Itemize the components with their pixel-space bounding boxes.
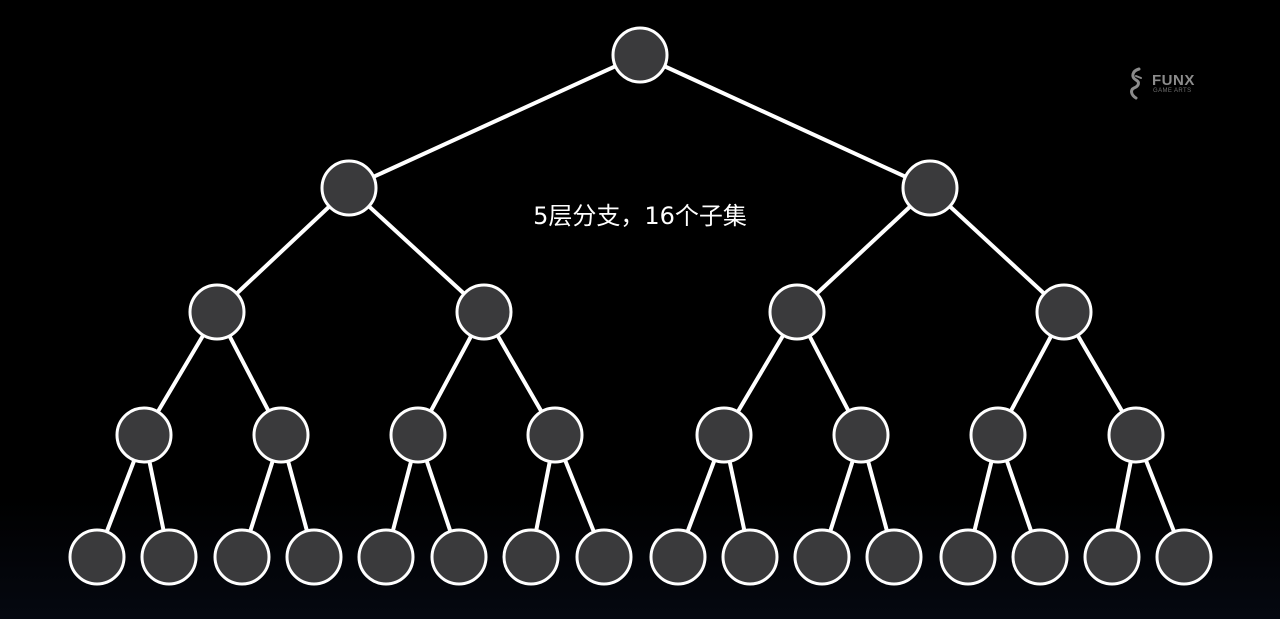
tree-node (188, 283, 246, 341)
tree-leaf-node (1083, 528, 1141, 586)
tree-leaf-node (793, 528, 851, 586)
caption-text: 5层分支，16个子集 (533, 202, 747, 230)
tree-leaf-node (939, 528, 997, 586)
tree-leaf-node (140, 528, 198, 586)
tree-leaf-node (502, 528, 560, 586)
tree-leaf-node (285, 528, 343, 586)
tree-edge (638, 53, 932, 190)
tree-node (901, 159, 959, 217)
tree-node (320, 159, 378, 217)
tree-node (526, 406, 584, 464)
tree-leaf-node (649, 528, 707, 586)
tree-leaf-node (1011, 528, 1069, 586)
tree-leaf-node (430, 528, 488, 586)
tree-node (455, 283, 513, 341)
tree-leaf-node (865, 528, 923, 586)
tree-leaf-node (1155, 528, 1213, 586)
logo-name: FUNX (1152, 72, 1195, 89)
tree-node (969, 406, 1027, 464)
tree-leaf-node (575, 528, 633, 586)
funx-logo: FUNX GAME ARTS (1126, 66, 1216, 102)
tree-node (1035, 283, 1093, 341)
tree-leaf-node (721, 528, 779, 586)
tree-edge (347, 186, 486, 314)
tree-edge (215, 186, 351, 314)
tree-node (768, 283, 826, 341)
tree-leaf-node (68, 528, 126, 586)
tree-edge (928, 186, 1066, 314)
tree-node (252, 406, 310, 464)
tree-nodes (68, 26, 1213, 586)
funx-logo-mark-icon (1130, 67, 1142, 100)
tree-edge (347, 53, 642, 190)
tree-edge (795, 186, 932, 314)
tree-node (832, 406, 890, 464)
logo-subtitle: GAME ARTS (1153, 88, 1192, 94)
tree-node (389, 406, 447, 464)
tree-edges (95, 53, 1186, 559)
tree-leaf-node (357, 528, 415, 586)
tree-node (611, 26, 669, 84)
tree-node (695, 406, 753, 464)
tree-node (1107, 406, 1165, 464)
tree-node (115, 406, 173, 464)
tree-leaf-node (213, 528, 271, 586)
